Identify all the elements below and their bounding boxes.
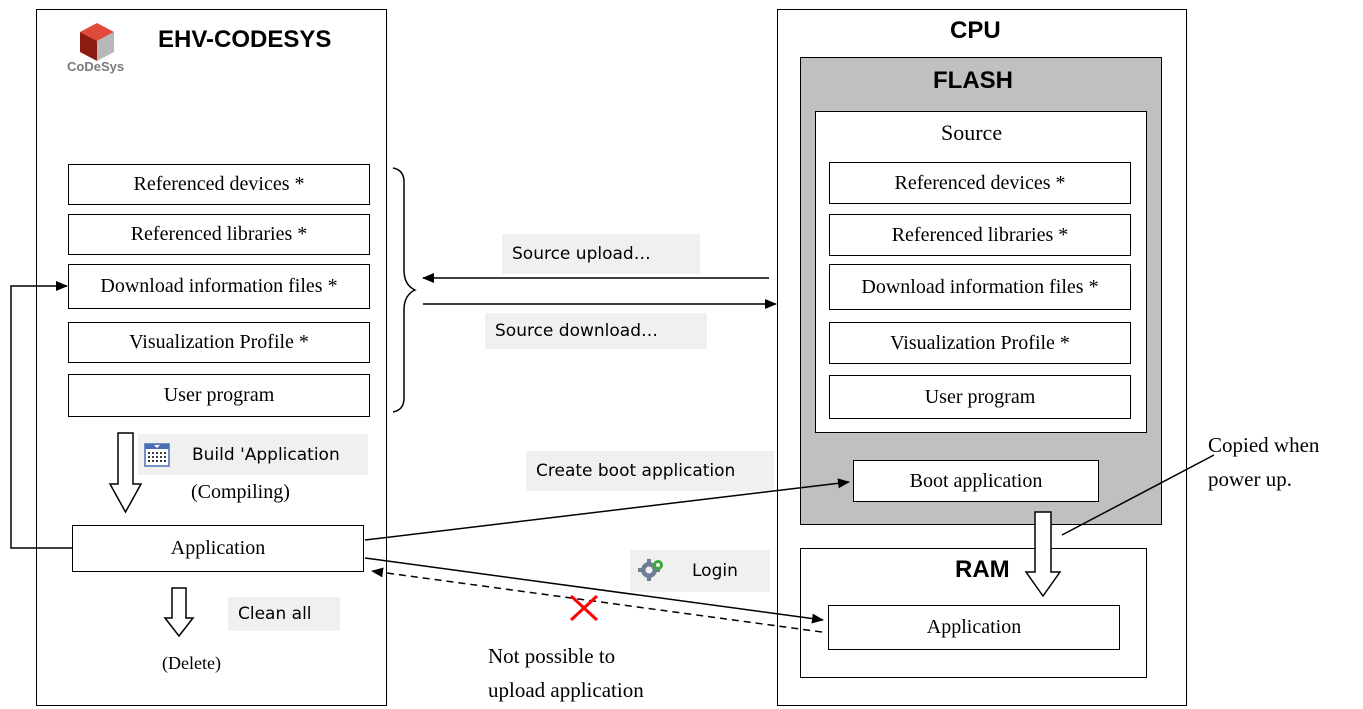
flash-title: FLASH — [933, 67, 1013, 94]
not-possible-line2: upload application — [488, 678, 644, 702]
clean-hollow-arrow — [163, 587, 195, 638]
cpu-item-download-information-files: Download information files * — [829, 264, 1131, 310]
login-arrow — [364, 557, 824, 624]
copied-annotation-leader — [1061, 454, 1215, 536]
ehv-codesys-title: EHV-CODESYS — [158, 26, 332, 53]
cpu-item-user-program: User program — [829, 375, 1131, 419]
create-boot-arrow — [364, 478, 850, 541]
cpu-item-visualization-profile: Visualization Profile * — [829, 322, 1131, 364]
boot-application-box: Boot application — [853, 460, 1099, 502]
cpu-item-referenced-libraries: Referenced libraries * — [829, 214, 1131, 256]
login-gear-icon — [638, 559, 663, 581]
left-item-referenced-libraries: Referenced libraries * — [68, 214, 370, 255]
powerup-hollow-arrow — [1024, 511, 1062, 598]
source-download-button[interactable]: Source download… — [485, 313, 707, 349]
ram-application-box: Application — [828, 605, 1120, 650]
delete-label: (Delete) — [162, 653, 221, 673]
build-application-button[interactable]: Build 'Application — [138, 434, 368, 475]
left-item-visualization-profile: Visualization Profile * — [68, 322, 370, 363]
left-item-download-information-files: Download information files * — [68, 264, 370, 309]
left-item-user-program: User program — [68, 374, 370, 417]
grouping-brace — [392, 167, 417, 413]
login-button[interactable]: Login — [630, 550, 770, 592]
not-possible-line1: Not possible to — [488, 644, 616, 668]
not-possible-cross-icon — [569, 594, 599, 622]
build-icon — [144, 442, 170, 467]
codesys-logo-icon — [80, 23, 114, 61]
source-upload-button[interactable]: Source upload… — [502, 234, 700, 274]
build-application-label: Build 'Application — [192, 444, 340, 465]
source-title: Source — [941, 120, 1003, 145]
create-boot-application-button[interactable]: Create boot application — [526, 451, 774, 491]
dashed-upload-arrow — [371, 567, 823, 633]
copied-annotation-line2: power up. — [1208, 467, 1292, 491]
left-item-referenced-devices: Referenced devices * — [68, 164, 370, 205]
clean-all-button[interactable]: Clean all — [228, 597, 340, 631]
copied-annotation-line1: Copied when — [1208, 433, 1320, 457]
login-label: Login — [692, 561, 738, 581]
compiling-label: (Compiling) — [191, 481, 290, 503]
left-application-box: Application — [72, 525, 364, 572]
codesys-logo-text: CoDeSys — [67, 59, 125, 74]
build-hollow-arrow — [108, 432, 143, 514]
ram-title: RAM — [955, 556, 1010, 583]
feedback-loop-arrow — [10, 281, 72, 549]
cpu-title: CPU — [950, 17, 1001, 44]
cpu-item-referenced-devices: Referenced devices * — [829, 162, 1131, 204]
